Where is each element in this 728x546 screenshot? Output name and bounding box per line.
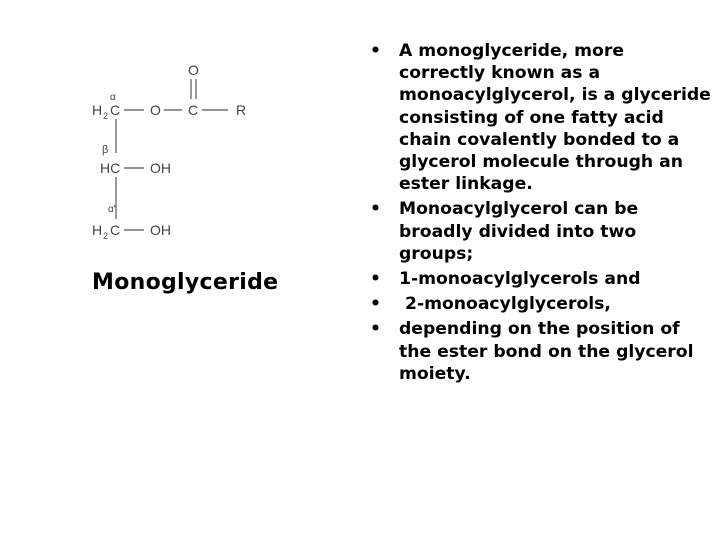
bullet-item: • 2-monoacylglycerols, — [366, 293, 716, 315]
structure-diagram: O α H 2 C O C R β HC OH α' H 2 C OH — [92, 62, 246, 241]
alpha-label: α — [110, 92, 116, 103]
bullet-item: • 1-monoacylglycerols and — [366, 268, 716, 290]
row1-carbon: C — [110, 102, 120, 118]
bullet-item: • depending on the position of the ester … — [366, 318, 716, 385]
beta-label: β — [102, 144, 108, 156]
alpha-prime-label: α' — [108, 204, 116, 215]
bullet-item: • A monoglyceride, more correctly known a… — [366, 40, 716, 195]
row3-subscript: 2 — [103, 231, 108, 241]
row3-h: H — [92, 222, 102, 238]
bullet-text: A monoglyceride, more correctly known as… — [399, 41, 711, 195]
bullet-text: depending on the position of the ester b… — [399, 319, 694, 384]
bullet-dot-icon: • — [370, 199, 381, 220]
structure-caption: Monoglyceride — [92, 270, 279, 295]
bullet-dot-icon: • — [370, 319, 381, 340]
row3-oh: OH — [150, 222, 171, 238]
bullet-text: 1-monoacylglycerols and — [399, 269, 641, 290]
bullet-list: • A monoglyceride, more correctly known a… — [366, 40, 716, 388]
bullet-text: Monoacylglycerol can be broadly divided … — [399, 199, 639, 264]
carbonyl-carbon: C — [188, 102, 198, 118]
row1-subscript: 2 — [103, 111, 108, 121]
bullet-text: 2-monoacylglycerols, — [399, 294, 611, 315]
r-group: R — [236, 102, 246, 118]
row3-carbon: C — [110, 222, 120, 238]
bullet-dot-icon: • — [370, 269, 381, 290]
row2-oh: OH — [150, 160, 171, 176]
bullet-dot-icon: • — [370, 294, 381, 315]
row1-h: H — [92, 102, 102, 118]
monoglyceride-structure: O α H 2 C O C R β HC OH α' H 2 C OH — [80, 55, 280, 245]
ester-oxygen: O — [150, 102, 161, 118]
bullet-dot-icon: • — [370, 41, 381, 61]
carbonyl-oxygen: O — [188, 62, 199, 78]
row2-hc: HC — [100, 160, 120, 176]
bullet-item: • Monoacylglycerol can be broadly divided… — [366, 198, 716, 265]
